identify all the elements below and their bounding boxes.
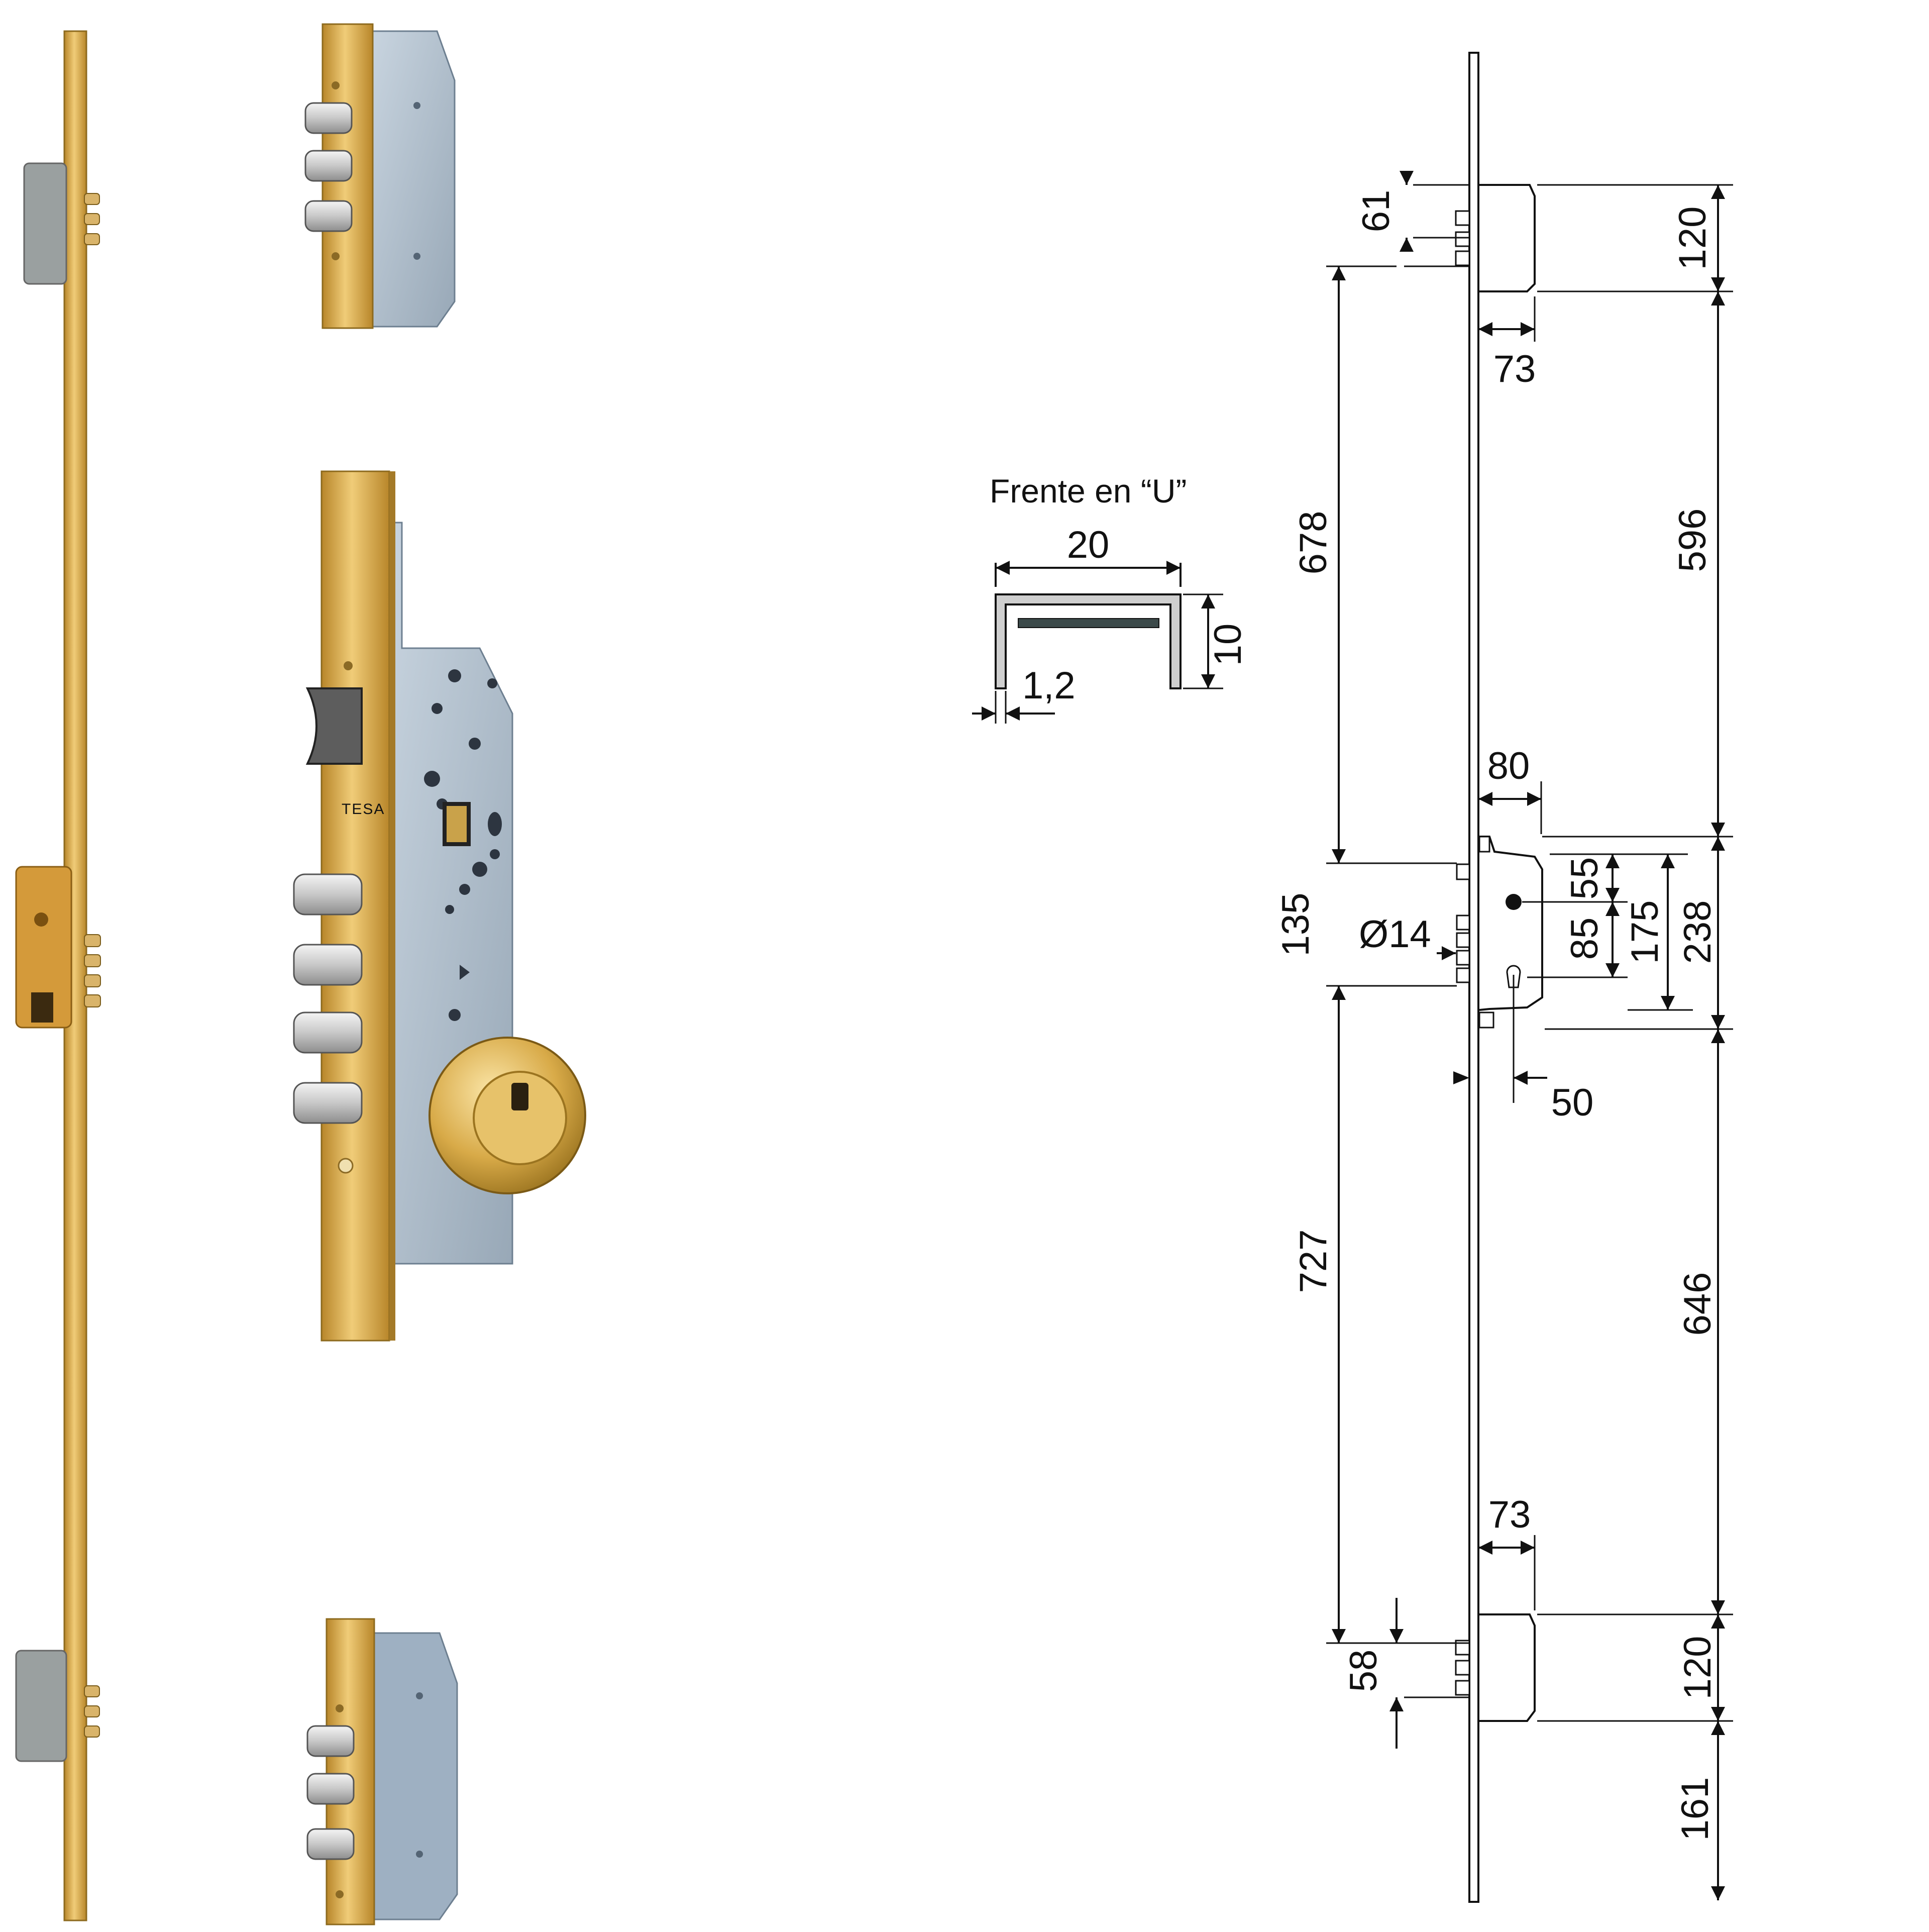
bottom-box-bolts — [1455, 1640, 1470, 1696]
top-box-bolts — [1455, 210, 1470, 266]
central-lock-detail-photo: TESA — [293, 470, 586, 1342]
top-mechanism-case — [23, 162, 67, 285]
center-to-bottom-left-label: 727 — [1292, 1230, 1335, 1293]
central-mechanism-bolts — [84, 934, 101, 1007]
bottom-lock-detail-photo — [306, 1618, 458, 1925]
top-box-height-label: 120 — [1671, 207, 1714, 270]
top-box-outline — [1479, 184, 1536, 292]
u-profile-height-label: 10 — [1207, 624, 1249, 666]
central-case-outline — [1479, 836, 1543, 1011]
cylinder-keyhole — [511, 1083, 528, 1110]
center-to-bottom-right-label: 646 — [1676, 1272, 1719, 1336]
bottom-box-width-label: 73 — [1488, 1493, 1531, 1536]
top-offset-label: 61 — [1355, 190, 1398, 233]
center-lower-span-label: 135 — [1274, 893, 1317, 957]
top-lock-bolts — [304, 102, 353, 232]
central-box-bolts — [1456, 863, 1470, 983]
u-profile-section: Frente en “U” 20 10 1,2 — [972, 472, 1249, 724]
u-profile-outline — [995, 593, 1182, 689]
top-lock-detail-photo — [304, 23, 456, 329]
latch-bolt — [305, 687, 363, 765]
handle-spindle-hole — [1506, 894, 1522, 910]
center-85-label: 85 — [1563, 918, 1606, 960]
u-profile-title: Frente en “U” — [990, 472, 1187, 510]
center-238-label: 238 — [1676, 900, 1719, 964]
bottom-lock-steel-case — [373, 1632, 458, 1920]
bottom-mechanism-bolts — [84, 1685, 100, 1738]
faceplate-brand-mark: TESA — [342, 801, 385, 818]
central-lock-case-holes — [424, 669, 502, 1021]
top-to-center-right-label: 596 — [1671, 509, 1714, 572]
full-lock-photo — [15, 30, 101, 1921]
drawing-faceplate — [1468, 52, 1479, 1903]
central-lock-follower — [443, 802, 471, 846]
bottom-tail-label: 161 — [1674, 1777, 1717, 1841]
center-175-label: 175 — [1624, 900, 1666, 964]
backset-label: 50 — [1551, 1081, 1594, 1124]
bottom-lock-brass-faceplate — [326, 1618, 375, 1925]
center-55-label: 55 — [1563, 857, 1606, 900]
top-mechanism-bolts — [84, 193, 100, 245]
bottom-lock-bolts — [306, 1725, 355, 1860]
central-mechanism-case — [15, 866, 72, 1029]
bottom-box-height-label: 120 — [1676, 1636, 1719, 1700]
u-profile-inner-slot — [1018, 618, 1159, 628]
u-profile-width-label: 20 — [1067, 524, 1110, 566]
bottom-offset-label: 58 — [1342, 1650, 1385, 1692]
top-box-width-label: 73 — [1493, 348, 1536, 390]
u-profile-thickness-label: 1,2 — [1022, 664, 1076, 707]
top-lock-steel-case — [368, 30, 456, 328]
technical-drawing: 61 120 73 678 596 80 238 — [1274, 52, 1733, 1903]
center-case-width-label: 80 — [1487, 745, 1530, 787]
central-lock-deadbolts — [293, 873, 363, 1124]
handle-diameter-label: Ø14 — [1359, 913, 1431, 956]
bottom-mechanism-case — [15, 1650, 67, 1762]
bottom-box-outline — [1479, 1613, 1536, 1722]
top-to-center-left-label: 678 — [1292, 511, 1335, 575]
